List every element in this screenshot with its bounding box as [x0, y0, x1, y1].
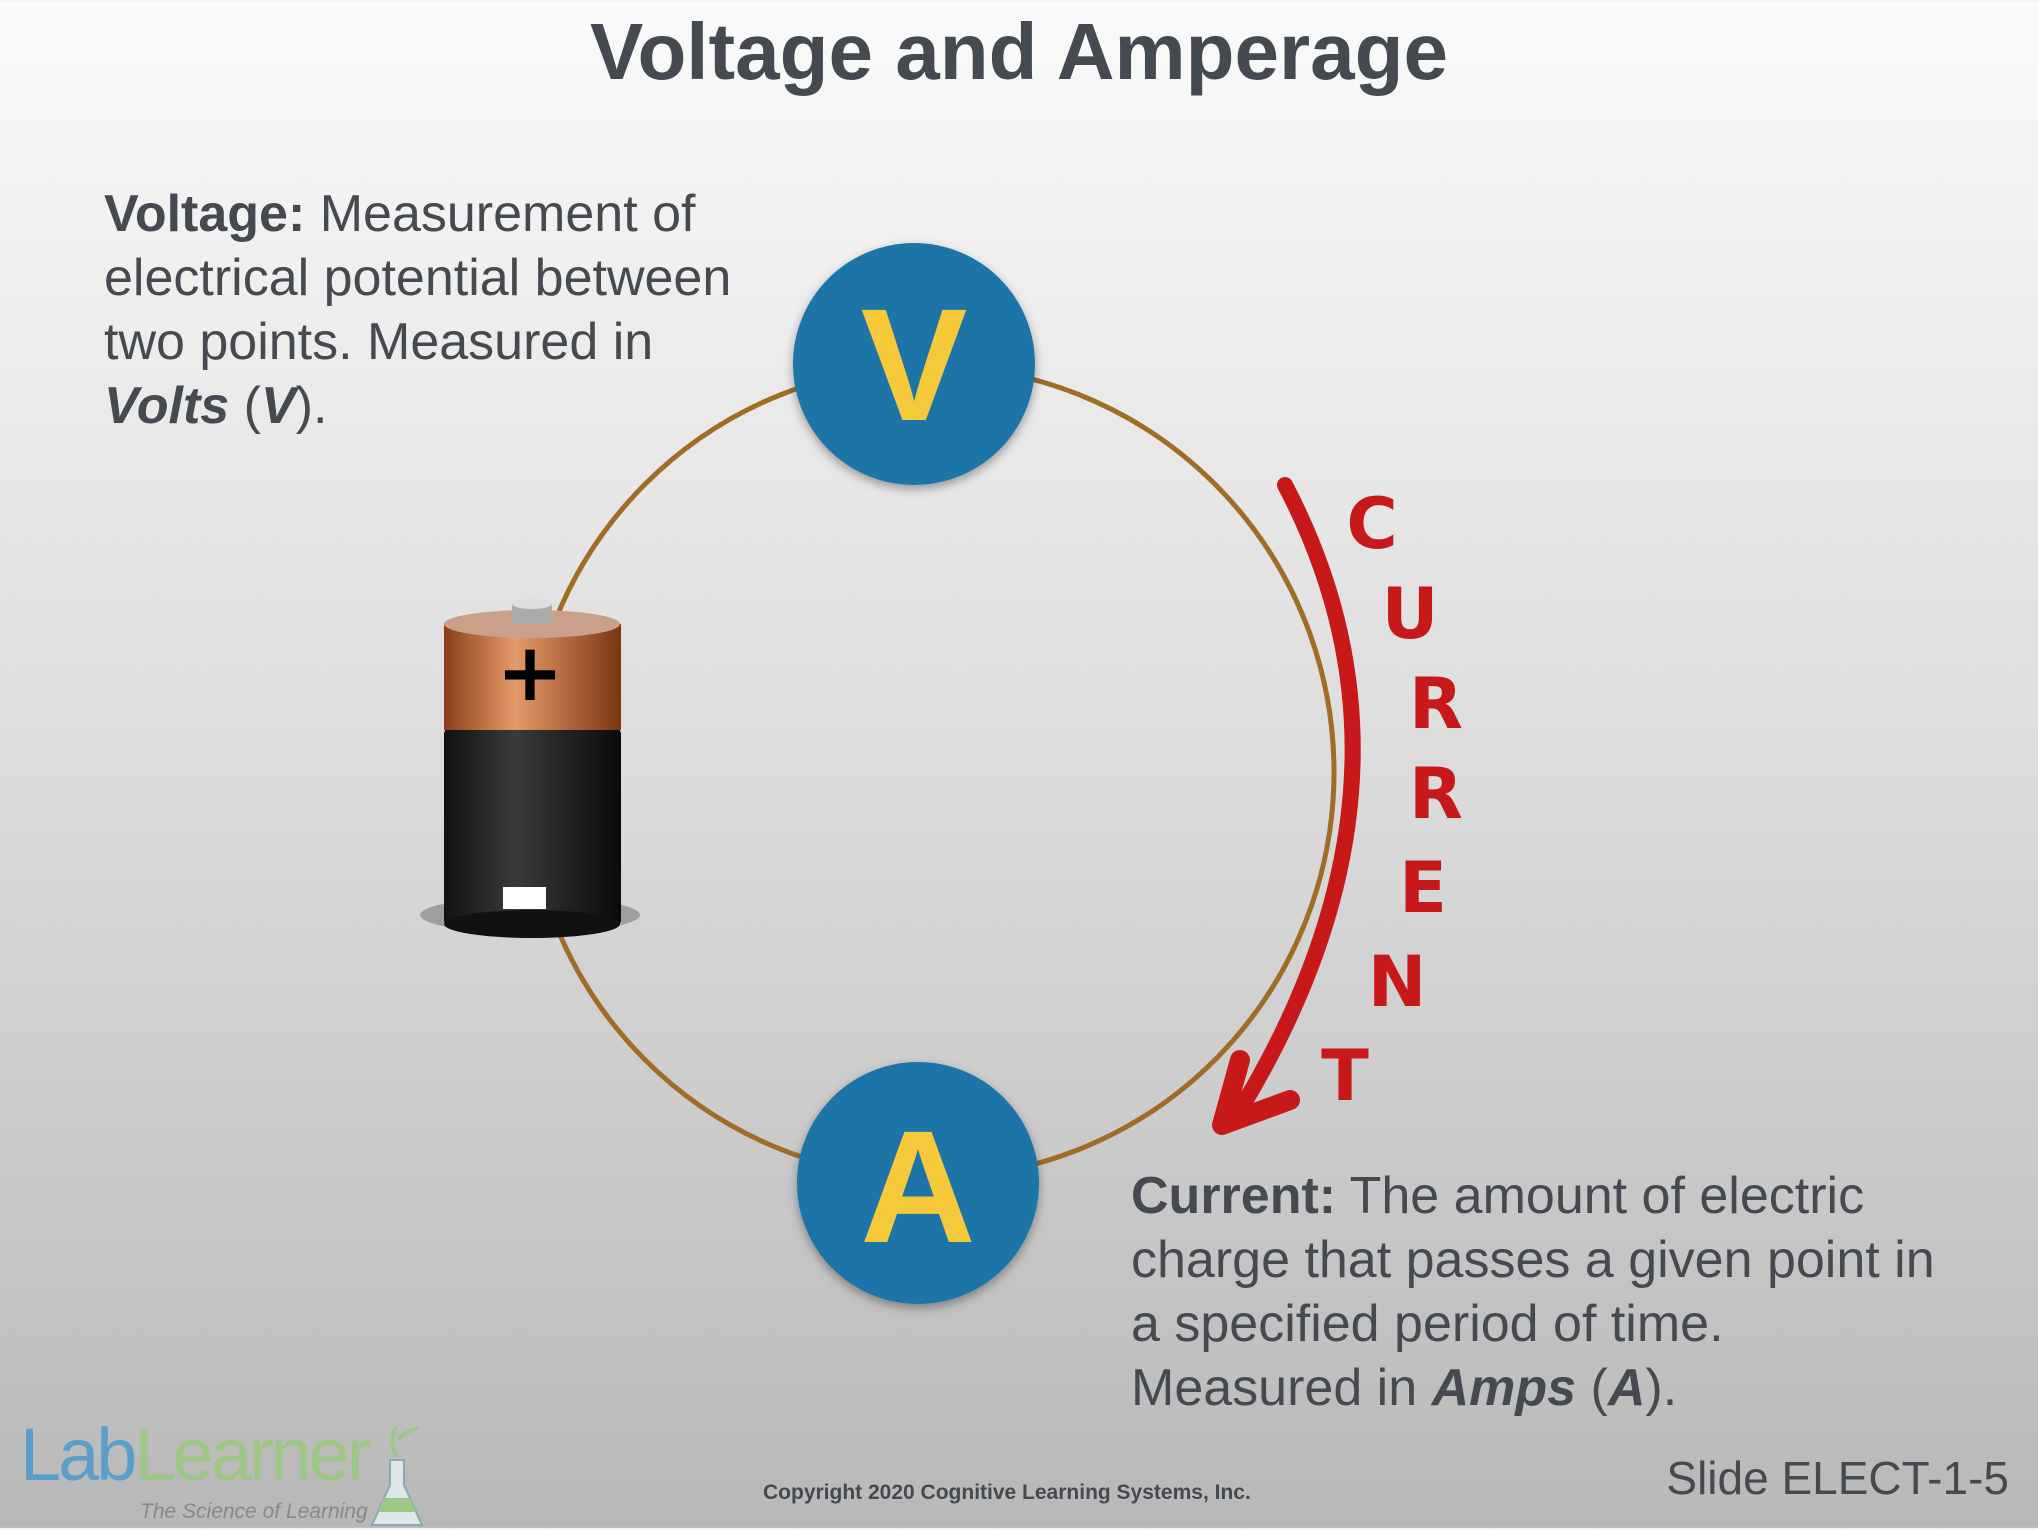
paren: ( [1576, 1359, 1608, 1417]
voltage-term: Voltage: [104, 185, 306, 243]
paren: ). [295, 377, 328, 435]
v-label: V [861, 275, 968, 454]
current-text: The amount of electric charge that passe… [1131, 1167, 1935, 1417]
current-letter: N [1368, 941, 1427, 1023]
current-arrow [1212, 477, 1361, 1135]
battery: + [420, 599, 640, 938]
flask-icon [370, 1425, 424, 1526]
voltage-unit: Volts [104, 377, 230, 435]
current-definition: Current: The amount of electric charge t… [1131, 1164, 1951, 1420]
current-letter: U [1382, 573, 1439, 655]
logo-lab: Lab [20, 1413, 137, 1496]
current-letter: R [1409, 753, 1463, 835]
current-symbol: A [1607, 1359, 1646, 1417]
paren: ). [1645, 1359, 1678, 1417]
circuit-wire [523, 363, 1337, 1181]
voltage-text: Measurement of electrical potential betw… [104, 185, 732, 371]
logo-learner: Learner [134, 1413, 371, 1496]
current-label: C U R R E N T [1321, 483, 1463, 1117]
slide-number: Slide ELECT-1-5 [1666, 1452, 2009, 1504]
voltage-definition: Voltage: Measurement of electrical poten… [104, 182, 784, 438]
battery-minus-sign [503, 887, 546, 909]
current-letter: R [1409, 663, 1463, 745]
copyright: Copyright 2020 Cognitive Learning System… [763, 1481, 1251, 1504]
battery-plus-sign: + [496, 626, 563, 719]
lablearner-logo: LabLearner [20, 1418, 372, 1492]
slide-title: Voltage and Amperage [590, 7, 1448, 96]
ammeter-node: A [797, 1062, 1039, 1304]
current-letter: T [1321, 1035, 1369, 1117]
paren: ( [229, 377, 261, 435]
current-letter: E [1399, 847, 1447, 929]
logo-tagline: The Science of Learning [140, 1500, 368, 1523]
current-term: Current: [1131, 1167, 1337, 1225]
current-unit: Amps [1431, 1359, 1577, 1417]
voltage-symbol: V [260, 377, 296, 435]
voltmeter-node: V [793, 243, 1035, 485]
current-letter: C [1346, 483, 1397, 565]
a-label: A [860, 1097, 976, 1276]
